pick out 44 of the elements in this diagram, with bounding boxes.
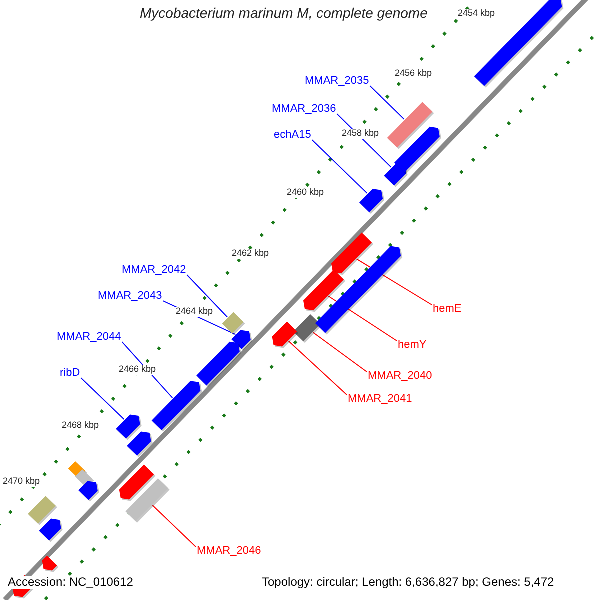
gene-block [119,464,156,502]
gene-block [196,342,242,388]
gene-block [152,381,202,432]
gene-block [272,322,299,348]
gene-label: MMAR_2043 [98,290,162,302]
tick-label: 2464 kbp [176,307,214,317]
gene-label: echA15 [274,129,312,142]
tick-label: 2460 kbp [287,188,324,198]
leader-line [288,340,348,396]
tick-label: 2466 kbp [119,365,156,375]
tick-label: 2454 kbp [458,9,496,19]
leader-line [312,332,368,372]
tick-label: 2470 kbp [3,477,40,487]
diagram-title: Mycobacterium marinum M, complete genome [140,6,428,22]
gene-block [127,432,153,458]
gene-label: MMAR_2042 [122,264,186,276]
gene-label: hemE [433,303,462,316]
gene-block [42,556,59,572]
gene-block [315,246,403,335]
tick-label: 2462 kbp [232,249,270,259]
leader-line [152,505,196,548]
gene-label: MMAR_2046 [197,545,262,558]
gene-label: MMAR_2036 [272,103,336,116]
gene-block [39,518,63,542]
gene-label: MMAR_2041 [348,393,412,406]
leader-line [312,140,368,194]
tick-label: 2468 kbp [62,421,100,431]
gene-label: MMAR_2035 [305,75,370,88]
gene-label: ribD [60,367,80,380]
gene-label: hemY [398,339,427,352]
gene-block [360,189,384,214]
tick-label: 2458 kbp [342,129,380,139]
gene-block [116,414,142,440]
gene-block [332,232,374,276]
genome-summary-text: Topology: circular; Length: 6,636,827 bp; Genes: 5,472 [262,576,554,590]
tick-label: 2456 kbp [395,69,432,79]
gene-box [222,312,246,336]
gene-block [78,481,100,502]
leader-line [186,274,228,318]
gene-label: MMAR_2040 [368,370,432,382]
leader-line [370,86,405,120]
gene-block [394,126,442,174]
leader-line [80,378,125,420]
gene-label: MMAR_2044 [57,331,122,344]
